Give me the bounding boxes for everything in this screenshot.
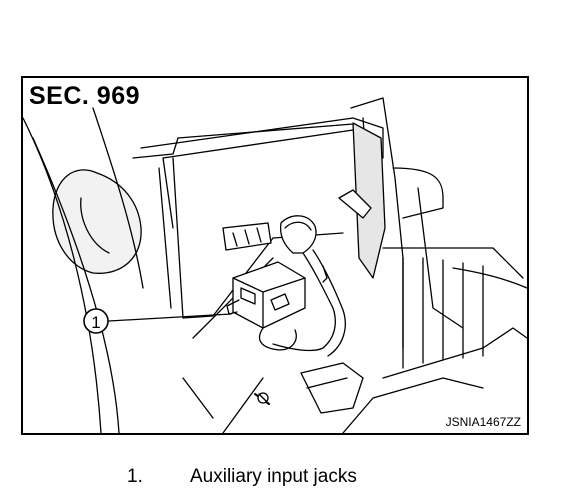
diagram-frame: 1 SEC. 969 JSNIA1467ZZ	[21, 76, 529, 435]
console-illustration: 1	[23, 97, 527, 433]
legend-number: 1.	[127, 466, 143, 487]
section-label: SEC. 969	[29, 82, 141, 110]
callout-number: 1	[91, 313, 100, 332]
legend-text: Auxiliary input jacks	[190, 466, 357, 487]
image-code: JSNIA1467ZZ	[445, 415, 521, 429]
